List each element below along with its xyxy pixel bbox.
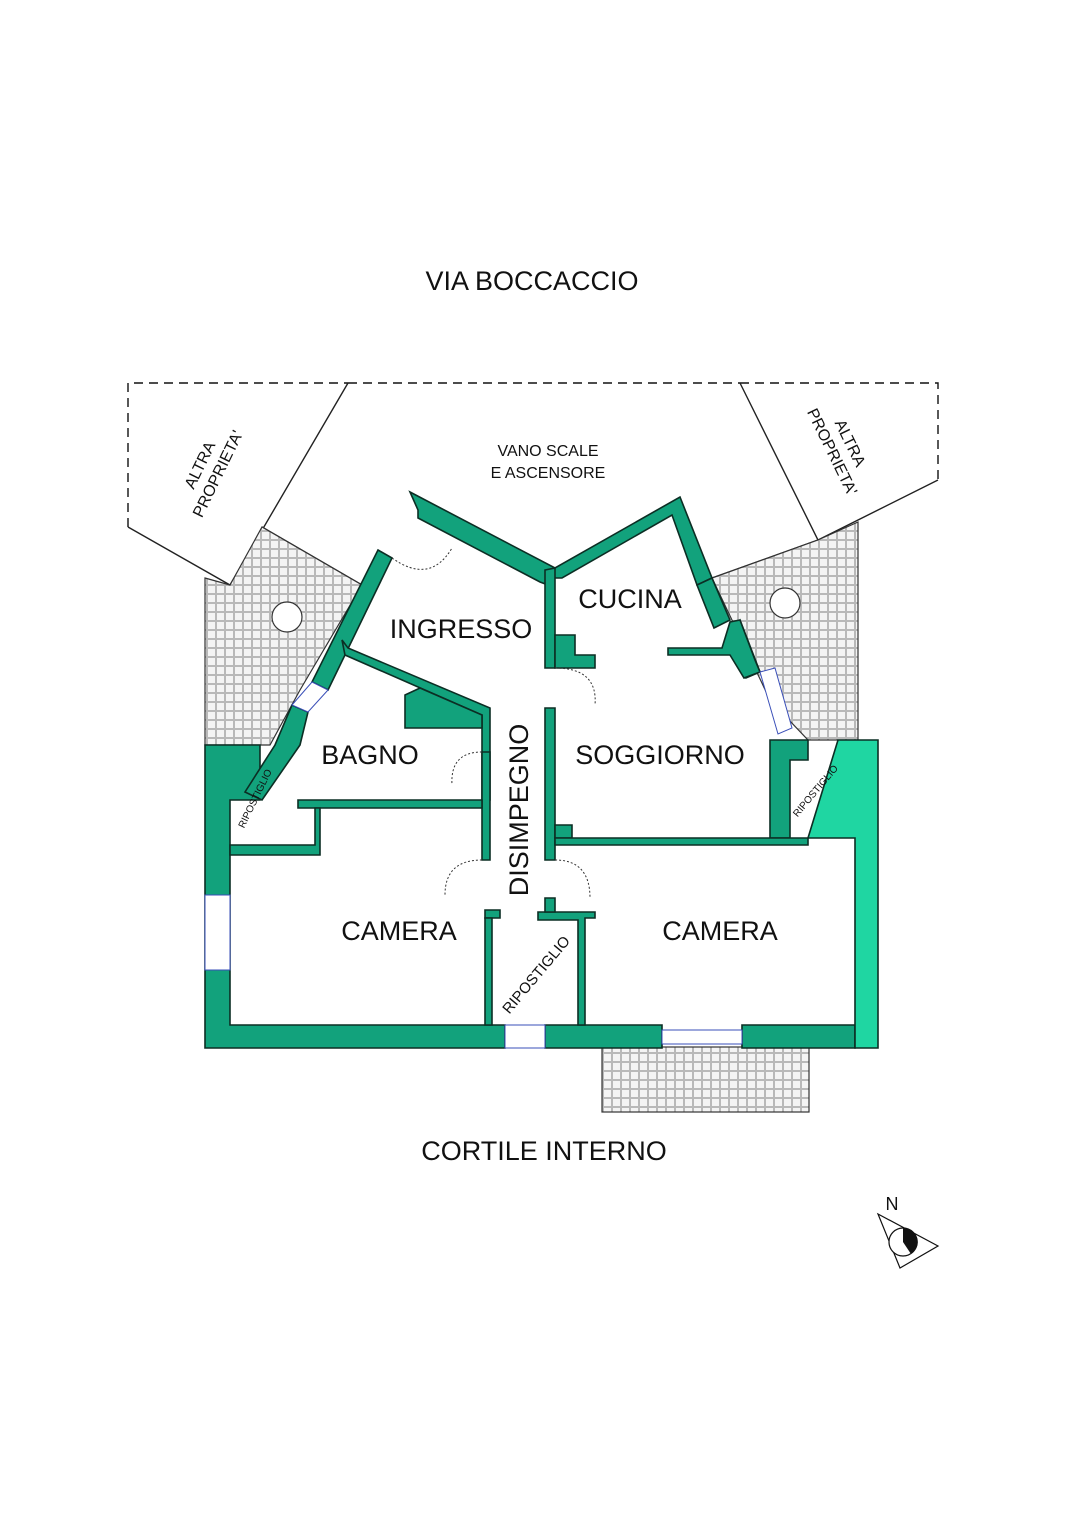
compass-north-label: N	[886, 1194, 899, 1214]
right-neighbor-label: ALTRA PROPRIETA'	[803, 406, 868, 498]
walls	[204, 490, 879, 1049]
stairwell-label-line-2: E ASCENSORE	[491, 465, 606, 482]
door-swings	[391, 547, 596, 899]
room-label-cucina: CUCINA	[578, 584, 682, 614]
stairwell-label-line-1: VANO SCALE	[497, 443, 598, 460]
left-terrace-planter	[271, 601, 303, 633]
room-label-camera-right: CAMERA	[662, 916, 778, 946]
north-compass-icon: N	[876, 1194, 940, 1269]
windows	[204, 667, 793, 1049]
left-neighbor-area	[127, 382, 349, 586]
room-label-soggiorno: SOGGIORNO	[575, 740, 745, 770]
street-name-bottom: CORTILE INTERNO	[421, 1136, 667, 1166]
room-label-ripostiglio-center: RIPOSTIGLIO	[499, 933, 574, 1017]
room-label-bagno: BAGNO	[321, 740, 419, 770]
bottom-balcony	[601, 1046, 810, 1113]
room-label-camera-left: CAMERA	[341, 916, 457, 946]
room-label-ingresso: INGRESSO	[390, 614, 533, 644]
room-label-disimpegno: DISIMPEGNO	[504, 724, 534, 897]
street-name-top: VIA BOCCACCIO	[425, 266, 638, 296]
right-terrace-planter	[769, 587, 801, 619]
left-neighbor-label: ALTRA PROPRIETA'	[182, 428, 247, 520]
neighbors-dashed-outline	[127, 382, 939, 527]
